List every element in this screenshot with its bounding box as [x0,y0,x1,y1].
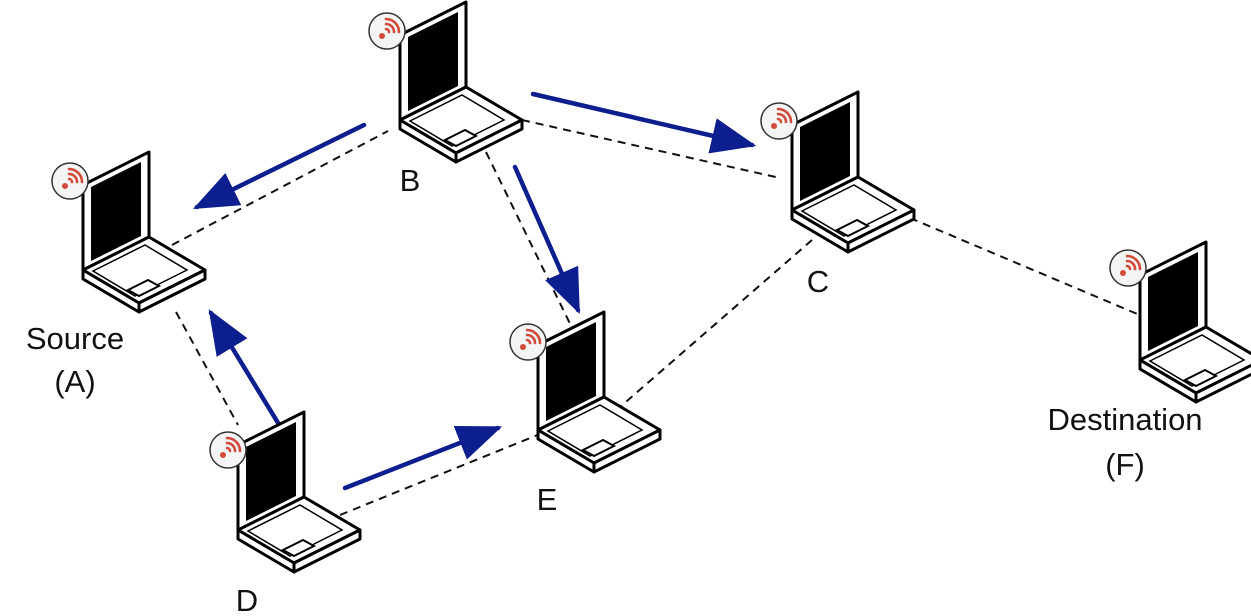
laptop-icon [236,410,362,574]
laptop-icon [790,90,916,254]
label-f-line1: Destination [1047,402,1202,437]
wifi-icon [759,101,799,141]
link-d-e [339,433,541,516]
label-b: B [400,163,421,198]
label-d: D [236,583,258,616]
wifi-icon [508,322,548,362]
node-b [367,0,524,164]
link-a-b [171,130,389,246]
link-b-c [521,119,781,179]
laptop-icon [1138,240,1251,404]
arrow-d-to-e [342,425,503,491]
wifi-icon [1108,248,1148,288]
arrow-b-to-c [530,91,757,154]
label-c: C [807,264,829,299]
node-c [759,90,916,254]
wifi-icon [50,161,90,201]
label-a-line1: Source [26,321,124,356]
link-b-e [485,151,579,341]
node-a [50,150,207,314]
arrow-b-to-e [512,164,581,315]
node-f [1108,240,1251,404]
label-f-line2: (F) [1105,447,1145,482]
arrow-b-to-a [192,122,367,210]
laptop-icon [81,150,207,314]
flow-arrows [192,91,757,491]
node-labels: Source (A) B C D E Destination (F) [26,163,1203,616]
link-c-e [619,239,813,408]
link-a-d [175,311,239,426]
wifi-icon [367,11,407,51]
laptop-icon [536,310,662,474]
node-d [208,410,362,574]
arrow-d-to-a [208,309,289,439]
wifi-icon [208,430,248,470]
link-c-f [909,217,1143,317]
label-a-line2: (A) [54,364,95,399]
label-e: E [537,482,558,517]
links [171,119,1143,516]
laptop-icon [398,0,524,164]
